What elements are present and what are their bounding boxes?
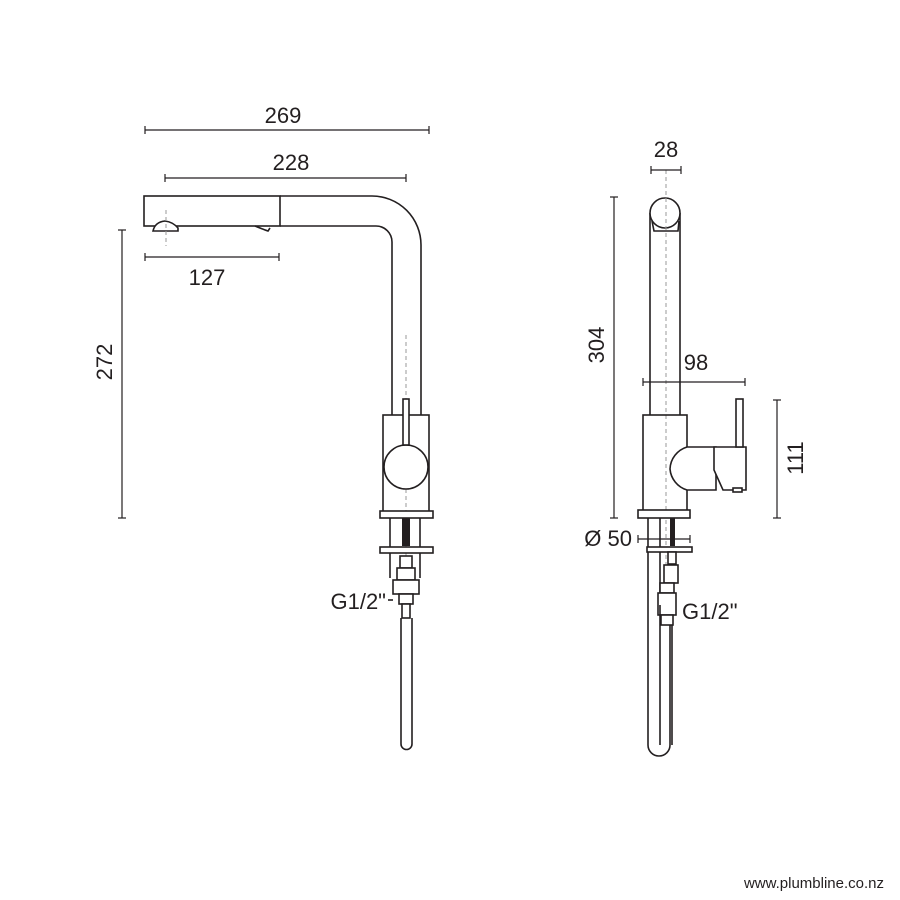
dimension-269: 269	[144, 103, 430, 134]
mounting-washer	[379, 546, 434, 554]
dimension-label: Ø 50	[584, 526, 632, 551]
handle-cartridge	[669, 446, 717, 491]
supply-hose	[400, 618, 413, 751]
threaded-rod	[402, 518, 410, 546]
connection-label: G1/2"	[330, 589, 386, 614]
dimension-228: 228	[164, 150, 407, 182]
threaded-rod	[670, 518, 675, 546]
dimension-127: 127	[144, 253, 280, 290]
lever	[735, 398, 744, 448]
connection-label: G1/2"	[682, 599, 738, 624]
dimension-label: 304	[584, 327, 609, 364]
dimension-98: 98	[642, 350, 746, 386]
dimension-label: 228	[273, 150, 310, 175]
head-trigger	[254, 225, 271, 232]
dimension-diameter-50: Ø 50	[584, 526, 691, 551]
handle-hub	[383, 444, 429, 490]
front-view-faucet	[143, 195, 434, 751]
dimension-label: 111	[783, 441, 808, 474]
dimension-272: 272	[92, 229, 126, 519]
lever	[402, 398, 410, 446]
dimension-label: 127	[189, 265, 226, 290]
dimension-label: 28	[654, 137, 678, 162]
dimension-28: 28	[650, 137, 682, 174]
pullout-head	[143, 195, 281, 227]
dimension-label: 98	[684, 350, 708, 375]
side-view-faucet	[637, 170, 747, 757]
dimension-label: 272	[92, 344, 117, 381]
dimension-111: 111	[773, 399, 808, 519]
base-plate	[379, 510, 434, 519]
dimension-304: 304	[584, 196, 618, 519]
dimension-label: 269	[265, 103, 302, 128]
spout-head	[649, 197, 681, 229]
spout-outline	[280, 195, 422, 415]
base-plate	[637, 509, 691, 519]
website-url: www.plumbline.co.nz	[743, 875, 884, 892]
